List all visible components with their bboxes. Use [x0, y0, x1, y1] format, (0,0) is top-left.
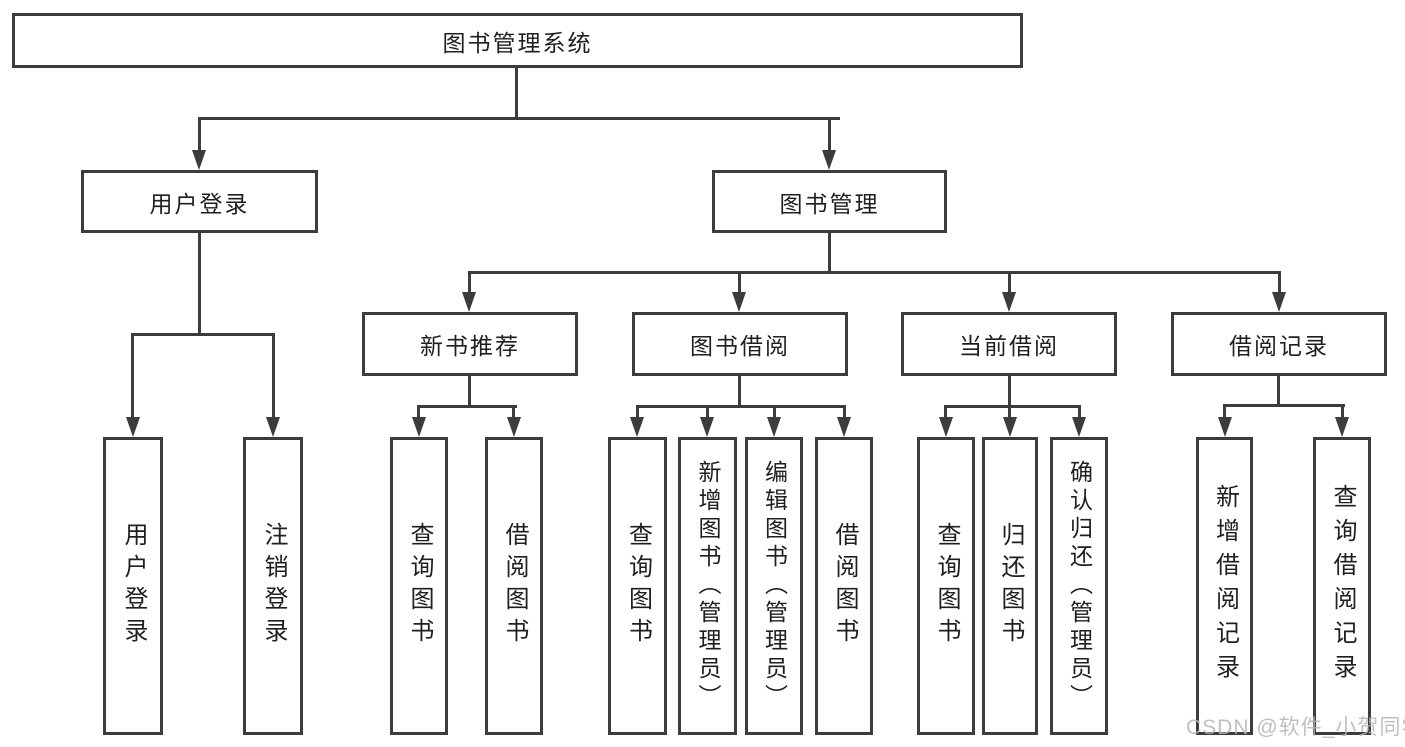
- arrow-down-icon: [837, 417, 851, 437]
- connector-line: [1008, 405, 1011, 421]
- arrow-down-icon: [732, 292, 746, 312]
- arrow-down-icon: [266, 417, 280, 437]
- arrow-down-icon: [939, 417, 953, 437]
- arrow-down-icon: [822, 150, 836, 170]
- leaf-bb-borrow-books-label: 借阅图书: [831, 522, 858, 650]
- arrow-down-icon: [126, 417, 140, 437]
- leaf-br-add-borrow-record: 新增借阅记录: [1196, 437, 1253, 735]
- leaf-bb-query-books-label: 查询图书: [624, 522, 652, 650]
- connector-line: [515, 68, 518, 119]
- leaf-bb-query-books: 查询图书: [608, 437, 667, 735]
- arrow-down-icon: [700, 417, 714, 437]
- connector-line: [1223, 404, 1345, 407]
- leaf-bb-edit-books-admin-label: 编辑图书（管理员）: [761, 460, 788, 712]
- connector-line: [512, 405, 515, 421]
- node-book-management-label: 图书管理: [779, 190, 880, 217]
- connector-line: [468, 271, 471, 296]
- connector-line: [468, 376, 471, 408]
- leaf-nb-query-books: 查询图书: [390, 437, 448, 735]
- connector-line: [131, 333, 134, 421]
- connector-line: [417, 405, 420, 421]
- connector-line: [198, 117, 840, 120]
- connector-line: [773, 405, 776, 421]
- connector-line: [828, 117, 831, 154]
- connector-line: [944, 405, 947, 421]
- leaf-cb-return-books: 归还图书: [982, 437, 1038, 735]
- leaf-user-login: 用户登录: [103, 437, 163, 735]
- leaf-bb-edit-books-admin: 编辑图书（管理员）: [745, 437, 803, 735]
- connector-line: [828, 233, 831, 274]
- connector-line: [1278, 271, 1281, 296]
- arrow-down-icon: [1218, 417, 1232, 437]
- node-root-label: 图书管理系统: [442, 29, 593, 56]
- connector-line: [417, 405, 517, 408]
- node-new-book-recommend: 新书推荐: [362, 312, 578, 376]
- connector-line: [1223, 404, 1226, 421]
- leaf-cb-return-books-label: 归还图书: [997, 522, 1024, 650]
- node-book-borrowing-label: 图书借阅: [690, 333, 790, 359]
- arrow-down-icon: [1002, 292, 1016, 312]
- node-borrowing-records: 借阅记录: [1171, 312, 1387, 376]
- node-book-management: 图书管理: [712, 170, 947, 233]
- arrow-down-icon: [1003, 417, 1017, 437]
- leaf-logout: 注销登录: [243, 437, 303, 735]
- node-current-borrowing-label: 当前借阅: [959, 333, 1059, 359]
- arrow-down-icon: [630, 417, 644, 437]
- connector-line: [944, 405, 1081, 408]
- leaf-br-query-borrow-record-label: 查询借阅记录: [1329, 484, 1356, 688]
- connector-line: [843, 405, 846, 421]
- leaf-bb-add-books-admin: 新增图书（管理员）: [678, 437, 737, 735]
- connector-line: [706, 405, 709, 421]
- arrow-down-icon: [412, 417, 426, 437]
- leaf-cb-confirm-return-admin-label: 确认归还（管理员）: [1066, 460, 1093, 712]
- leaf-cb-confirm-return-admin: 确认归还（管理员）: [1050, 437, 1108, 735]
- connector-line: [1277, 376, 1280, 407]
- connector-line: [636, 405, 846, 408]
- leaf-br-query-borrow-record: 查询借阅记录: [1313, 437, 1371, 735]
- arrow-down-icon: [507, 417, 521, 437]
- arrow-down-icon: [462, 292, 476, 312]
- leaf-bb-add-books-admin-label: 新增图书（管理员）: [695, 460, 721, 712]
- node-book-borrowing: 图书借阅: [632, 312, 848, 376]
- connector-line: [198, 117, 201, 154]
- arrow-down-icon: [1335, 417, 1349, 437]
- connector-line: [1008, 271, 1011, 296]
- node-root: 图书管理系统: [12, 13, 1023, 68]
- leaf-cb-query-books-label: 查询图书: [933, 522, 960, 650]
- node-borrowing-records-label: 借阅记录: [1229, 333, 1329, 359]
- arrow-down-icon: [1272, 292, 1286, 312]
- arrow-down-icon: [1072, 417, 1086, 437]
- node-user-login: 用户登录: [81, 170, 318, 233]
- watermark: CSDN @软件_小贺同学: [1186, 716, 1405, 739]
- connector-line: [1078, 405, 1081, 421]
- connector-line: [738, 271, 741, 296]
- connector-line: [1008, 376, 1011, 408]
- connector-line: [468, 271, 1281, 274]
- leaf-br-add-borrow-record-label: 新增借阅记录: [1211, 484, 1239, 688]
- connector-line: [131, 333, 275, 336]
- connector-line: [198, 233, 201, 336]
- connector-line: [738, 376, 741, 408]
- leaf-nb-query-books-label: 查询图书: [406, 522, 433, 650]
- node-new-book-recommend-label: 新书推荐: [420, 333, 520, 359]
- leaf-user-login-label: 用户登录: [120, 522, 147, 650]
- node-user-login-label: 用户登录: [149, 190, 250, 217]
- leaf-nb-borrow-books-label: 借阅图书: [501, 522, 528, 650]
- leaf-nb-borrow-books: 借阅图书: [485, 437, 543, 735]
- arrow-down-icon: [192, 150, 206, 170]
- leaf-cb-query-books: 查询图书: [917, 437, 975, 735]
- node-current-borrowing: 当前借阅: [901, 312, 1117, 376]
- leaf-logout-label: 注销登录: [260, 522, 287, 650]
- connector-line: [636, 405, 639, 421]
- connector-line: [272, 333, 275, 421]
- connector-line: [1341, 404, 1344, 421]
- leaf-bb-borrow-books: 借阅图书: [815, 437, 873, 735]
- arrow-down-icon: [767, 417, 781, 437]
